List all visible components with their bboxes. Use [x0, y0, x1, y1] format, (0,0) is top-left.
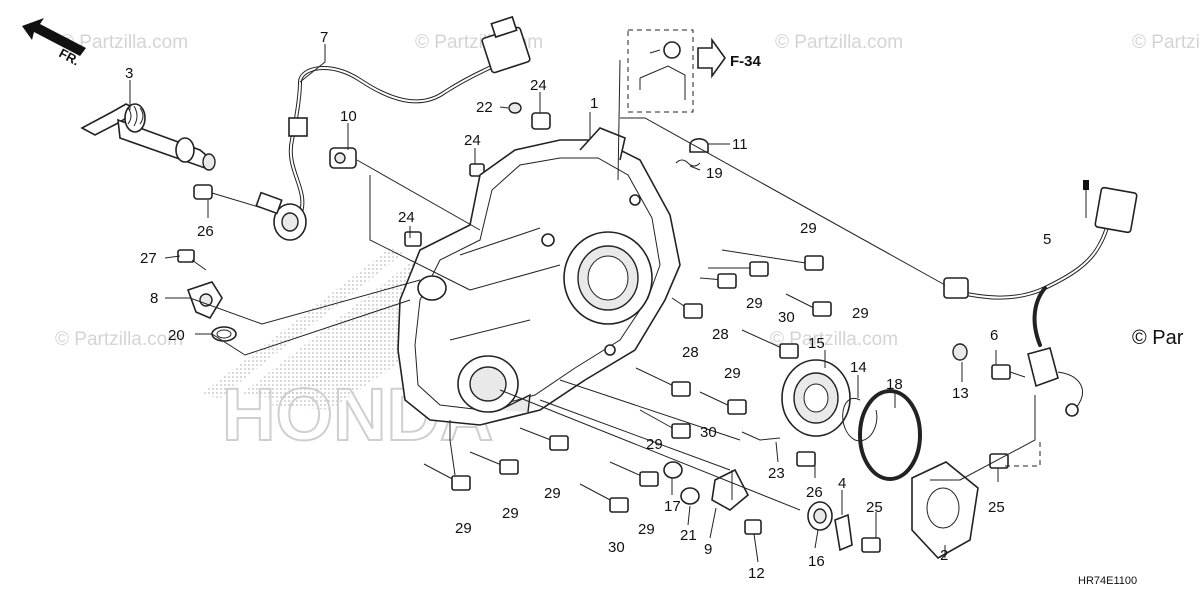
wire-harness-5 [943, 180, 1138, 417]
snap-ring-14 [842, 397, 878, 442]
callout-30: 30 [778, 309, 795, 326]
left-fasteners [177, 102, 551, 342]
callout-24: 24 [530, 77, 547, 94]
callout-2: 2 [940, 547, 948, 564]
callout-3: 3 [125, 65, 133, 82]
dowel-pin [469, 163, 485, 177]
callout-6: 6 [990, 327, 998, 344]
connector [1094, 186, 1138, 234]
callout-18: 18 [886, 376, 903, 393]
page-reference: F-34 [627, 29, 762, 113]
callout-labels: 1 2 3 4 5 6 7 8 9 10 11 12 13 14 15 16 1… [125, 29, 1051, 582]
callout-20: 20 [168, 327, 185, 344]
callout-8: 8 [150, 290, 158, 307]
washer-22 [508, 102, 522, 114]
watermark-text: © Partzilla.com [1132, 32, 1200, 53]
watermark-cut-text: © Par [1132, 327, 1184, 349]
callout-15: 15 [808, 335, 825, 352]
front-arrow-icon [22, 18, 86, 56]
seal-17 [663, 461, 683, 479]
bolt-26 [796, 451, 816, 467]
callout-13: 13 [952, 385, 969, 402]
leader-lines [129, 44, 1041, 563]
plug-11 [689, 138, 709, 153]
o-ring-21 [680, 487, 700, 505]
watermark-text: © Partzilla.com [60, 32, 188, 53]
callout-19: 19 [706, 165, 723, 182]
callout-5: 5 [1043, 231, 1051, 248]
dowel-pin [404, 231, 422, 247]
callout-28: 28 [712, 326, 729, 343]
callout-29: 29 [800, 220, 817, 237]
callout-29: 29 [638, 521, 655, 538]
front-arrow: FR. [22, 18, 86, 68]
logo-wing-stripe [200, 248, 405, 398]
callout-27: 27 [140, 250, 157, 267]
bolt-25 [989, 453, 1009, 469]
arrow-right-icon [697, 37, 726, 79]
bracket-4 [834, 513, 853, 552]
callout-4: 4 [838, 475, 846, 492]
wire-clamp-23 [741, 431, 781, 441]
callout-29: 29 [852, 305, 869, 322]
right-parts [663, 138, 1009, 560]
callout-16: 16 [808, 553, 825, 570]
watermark-text: © Partzilla.com [770, 329, 898, 350]
rear-case-cover-1 [397, 127, 681, 426]
callout-29: 29 [724, 365, 741, 382]
callout-29: 29 [502, 505, 519, 522]
callout-26: 26 [806, 484, 823, 501]
callout-30: 30 [608, 539, 625, 556]
callout-21: 21 [680, 527, 697, 544]
grommet [288, 117, 308, 137]
callout-24: 24 [464, 132, 481, 149]
flange-bolts [423, 249, 832, 513]
o-ring-18 [858, 389, 922, 481]
bolt-12 [744, 519, 762, 535]
bracket-drawing [639, 65, 686, 100]
callout-7: 7 [320, 29, 328, 46]
bolt-head [663, 41, 681, 59]
connector [943, 277, 969, 299]
callout-26: 26 [197, 223, 214, 240]
callout-29: 29 [746, 295, 763, 312]
callout-25: 25 [988, 499, 1005, 516]
callout-28: 28 [682, 344, 699, 361]
washer-13 [952, 343, 968, 361]
bolt-6 [991, 364, 1011, 380]
bolt-25 [861, 537, 881, 553]
callout-12: 12 [748, 565, 765, 582]
callout-17: 17 [664, 498, 681, 515]
clip-19 [675, 159, 701, 167]
wire-harness-7 [255, 15, 531, 241]
callout-25: 25 [866, 499, 883, 516]
callout-24: 24 [398, 209, 415, 226]
callout-29: 29 [455, 520, 472, 537]
callout-29: 29 [646, 436, 663, 453]
sensor-5 [1027, 347, 1059, 388]
callout-22: 22 [476, 99, 493, 116]
page-ref-label: F-34 [730, 53, 762, 70]
callout-11: 11 [732, 136, 748, 153]
callout-29: 29 [544, 485, 561, 502]
sensor-9 [711, 468, 750, 511]
callout-1: 1 [590, 95, 598, 112]
watermark-text: © Partzilla.com [775, 32, 903, 53]
watermark-text: © Partzilla.com [55, 329, 183, 350]
callout-14: 14 [850, 359, 867, 376]
reference-box [627, 29, 694, 113]
dowel-pin [531, 112, 551, 130]
drawing-code: HR74E1100 [1078, 575, 1137, 587]
shift-shaft-3 [80, 103, 216, 171]
callout-10: 10 [340, 108, 357, 125]
callout-30: 30 [700, 424, 717, 441]
callout-9: 9 [704, 541, 712, 558]
callout-23: 23 [768, 465, 785, 482]
